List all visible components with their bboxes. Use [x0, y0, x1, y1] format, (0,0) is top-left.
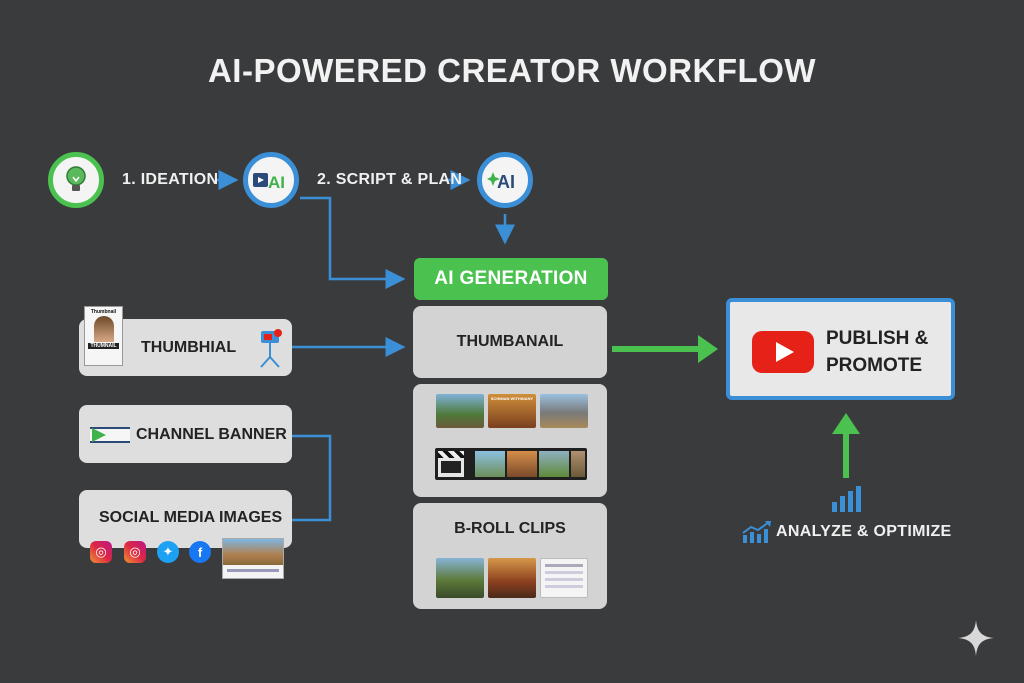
landscape-tree-image — [436, 394, 484, 428]
lightbulb-icon — [66, 166, 86, 191]
page-title: AI-POWERED CREATOR WORKFLOW — [207, 52, 817, 89]
instagram-icon[interactable]: ◎ — [124, 541, 146, 563]
b-roll-clips-label: B-ROLL CLIPS — [454, 520, 566, 537]
thumbnail-mini-top: Thumbnail — [90, 309, 117, 315]
ai-badge-generation: AI — [497, 172, 515, 192]
facebook-icon[interactable]: f — [189, 541, 211, 563]
script-plan-node[interactable]: AI — [243, 152, 299, 208]
b-roll-document-image — [540, 558, 588, 598]
sparkle-watermark-icon — [958, 620, 994, 656]
ai-node[interactable]: AI — [477, 152, 533, 208]
connector-banner-social — [292, 434, 332, 522]
publish-line2: PROMOTE — [826, 355, 923, 376]
camera-tripod-icon — [255, 327, 285, 374]
social-post-preview — [222, 538, 284, 579]
film-frame — [507, 451, 537, 477]
instagram-icon[interactable]: ◎ — [90, 541, 112, 563]
generated-thumbnail-card[interactable]: THUMBANAIL — [413, 306, 607, 378]
film-frame — [571, 451, 585, 477]
film-frame — [475, 451, 505, 477]
thumbnail-card-label: THUMBHIAL — [141, 339, 237, 356]
social-media-label: SOCIAL MEDIA IMAGES — [99, 509, 283, 526]
channel-banner-card[interactable]: CHANNEL BANNER — [79, 405, 292, 463]
arrow-script-to-generation — [300, 196, 406, 289]
film-frame — [539, 451, 569, 477]
b-roll-clips-card[interactable]: B-ROLL CLIPS — [413, 503, 607, 609]
channel-banner-label: CHANNEL BANNER — [136, 426, 287, 443]
ai-generation-banner: AI GENERATION — [414, 258, 608, 300]
youtube-play-icon — [752, 331, 814, 373]
arrow-analyze-to-publish-head — [832, 413, 860, 434]
thumbnail-preview-image: Thumbnail THUMNAIL — [84, 306, 123, 366]
twitter-icon[interactable]: ✦ — [157, 541, 179, 563]
banner-flag-icon — [90, 427, 130, 443]
arrow-generation-to-publish-head — [698, 335, 718, 363]
ideation-node[interactable] — [48, 152, 104, 208]
rock-landscape-image — [540, 394, 588, 428]
film-strip — [435, 448, 587, 480]
thumbnail-mini-bottom: THUMNAIL — [88, 343, 119, 349]
poster-caption: SCHIMAN WITHINANY — [490, 396, 534, 401]
bar-chart-icon — [832, 486, 861, 512]
analyze-optimize-label: ANALYZE & OPTIMIZE — [776, 523, 952, 540]
publish-line1: PUBLISH & — [826, 328, 929, 349]
clapperboard-icon — [438, 451, 464, 477]
step-label-script: 2. SCRIPT & PLAN — [317, 171, 463, 188]
video-camera-ai-icon: AI — [253, 173, 285, 192]
trend-chart-icon — [742, 521, 771, 543]
generated-images-card[interactable]: SCHIMAN WITHINANY — [413, 384, 607, 497]
b-roll-canyon-image — [488, 558, 536, 598]
b-roll-forest-image — [436, 558, 484, 598]
ai-badge-script: AI — [268, 173, 285, 192]
ai-sparkle-icon: AI — [487, 172, 515, 192]
publish-promote-card[interactable]: PUBLISH & PROMOTE — [726, 298, 955, 400]
poster-image: SCHIMAN WITHINANY — [488, 394, 536, 428]
generated-thumbnail-label: THUMBANAIL — [456, 333, 564, 350]
step-label-ideation: 1. IDEATION — [122, 171, 219, 188]
